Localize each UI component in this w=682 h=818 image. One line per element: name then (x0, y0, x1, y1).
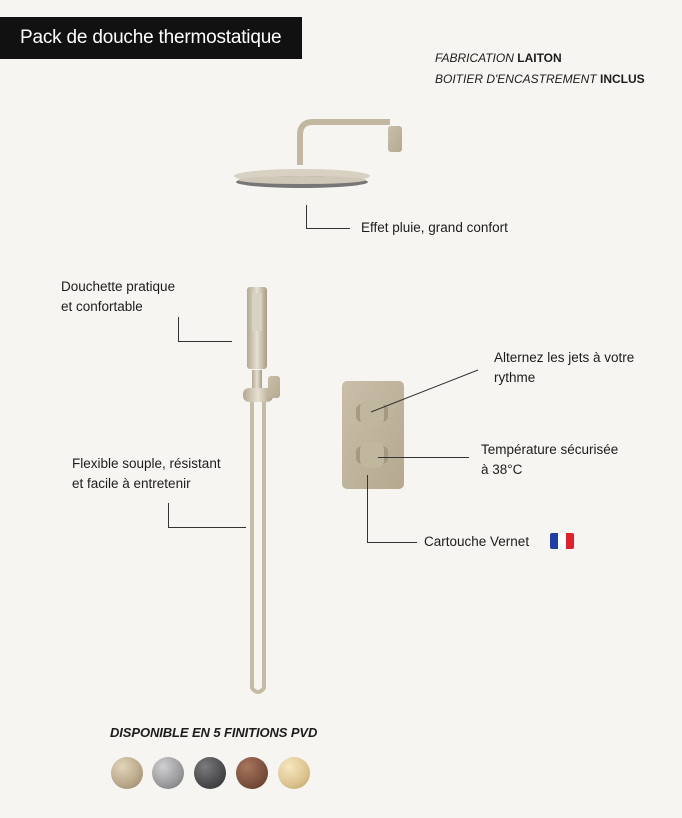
finish-swatch-brushed-steel[interactable] (152, 757, 184, 789)
hand-shower (243, 287, 280, 402)
leader-rain-horizontal (306, 228, 350, 229)
label-temperature: Température sécurisée à 38°C (481, 440, 618, 480)
spec-housing-value: INCLUS (599, 72, 645, 86)
leader-handshower-horizontal (178, 341, 232, 342)
label-hose: Flexible souple, résistant et facile à e… (72, 454, 221, 494)
leader-cartridge-vertical (367, 475, 368, 543)
page-title-text: Pack de douche thermostatique (20, 27, 282, 48)
finishes-title: DISPONIBLE EN 5 FINITIONS PVD (110, 725, 318, 740)
label-rain: Effet pluie, grand confort (361, 220, 508, 235)
label-temperature-line1: Température sécurisée (481, 442, 619, 457)
shower-hose (250, 402, 266, 694)
leader-hose-horizontal (168, 527, 246, 528)
label-hose-line1: Flexible souple, résistant (72, 456, 221, 471)
leader-hose-vertical (168, 503, 169, 528)
leader-rain-vertical (306, 205, 307, 229)
french-flag-icon (550, 533, 574, 549)
label-handshower-line1: Douchette pratique (61, 279, 176, 294)
label-hose-line2: et facile à entretenir (72, 476, 191, 491)
label-jets-line2: rythme (494, 370, 536, 385)
finish-swatch-copper[interactable] (236, 757, 268, 789)
label-handshower: Douchette pratique et confortable (61, 277, 175, 317)
spec-housing: BOITIER D'ENCASTREMENT INCLUS (435, 72, 645, 86)
label-temperature-line2: à 38°C (481, 462, 523, 477)
label-cartridge: Cartouche Vernet (424, 534, 530, 549)
thermostatic-mixer (342, 381, 404, 489)
label-jets: Alternez les jets à votre rythme (494, 348, 634, 388)
spec-fabrication-value: LAITON (517, 51, 562, 65)
label-handshower-line2: et confortable (61, 299, 143, 314)
label-jets-line1: Alternez les jets à votre (494, 350, 635, 365)
leader-temperature (378, 457, 469, 458)
rain-shower-head (234, 119, 402, 188)
finish-swatch-light-gold[interactable] (278, 757, 310, 789)
spec-fabrication: FABRICATION LAITON (435, 51, 562, 65)
finish-swatch-gunmetal[interactable] (194, 757, 226, 789)
spec-housing-label: BOITIER D'ENCASTREMENT (435, 72, 597, 86)
leader-handshower-vertical (178, 317, 179, 342)
page-title: Pack de douche thermostatique (0, 17, 302, 59)
leader-cartridge-horizontal (367, 542, 417, 543)
spec-fabrication-label: FABRICATION (435, 51, 514, 65)
finish-swatch-brushed-gold[interactable] (111, 757, 143, 789)
